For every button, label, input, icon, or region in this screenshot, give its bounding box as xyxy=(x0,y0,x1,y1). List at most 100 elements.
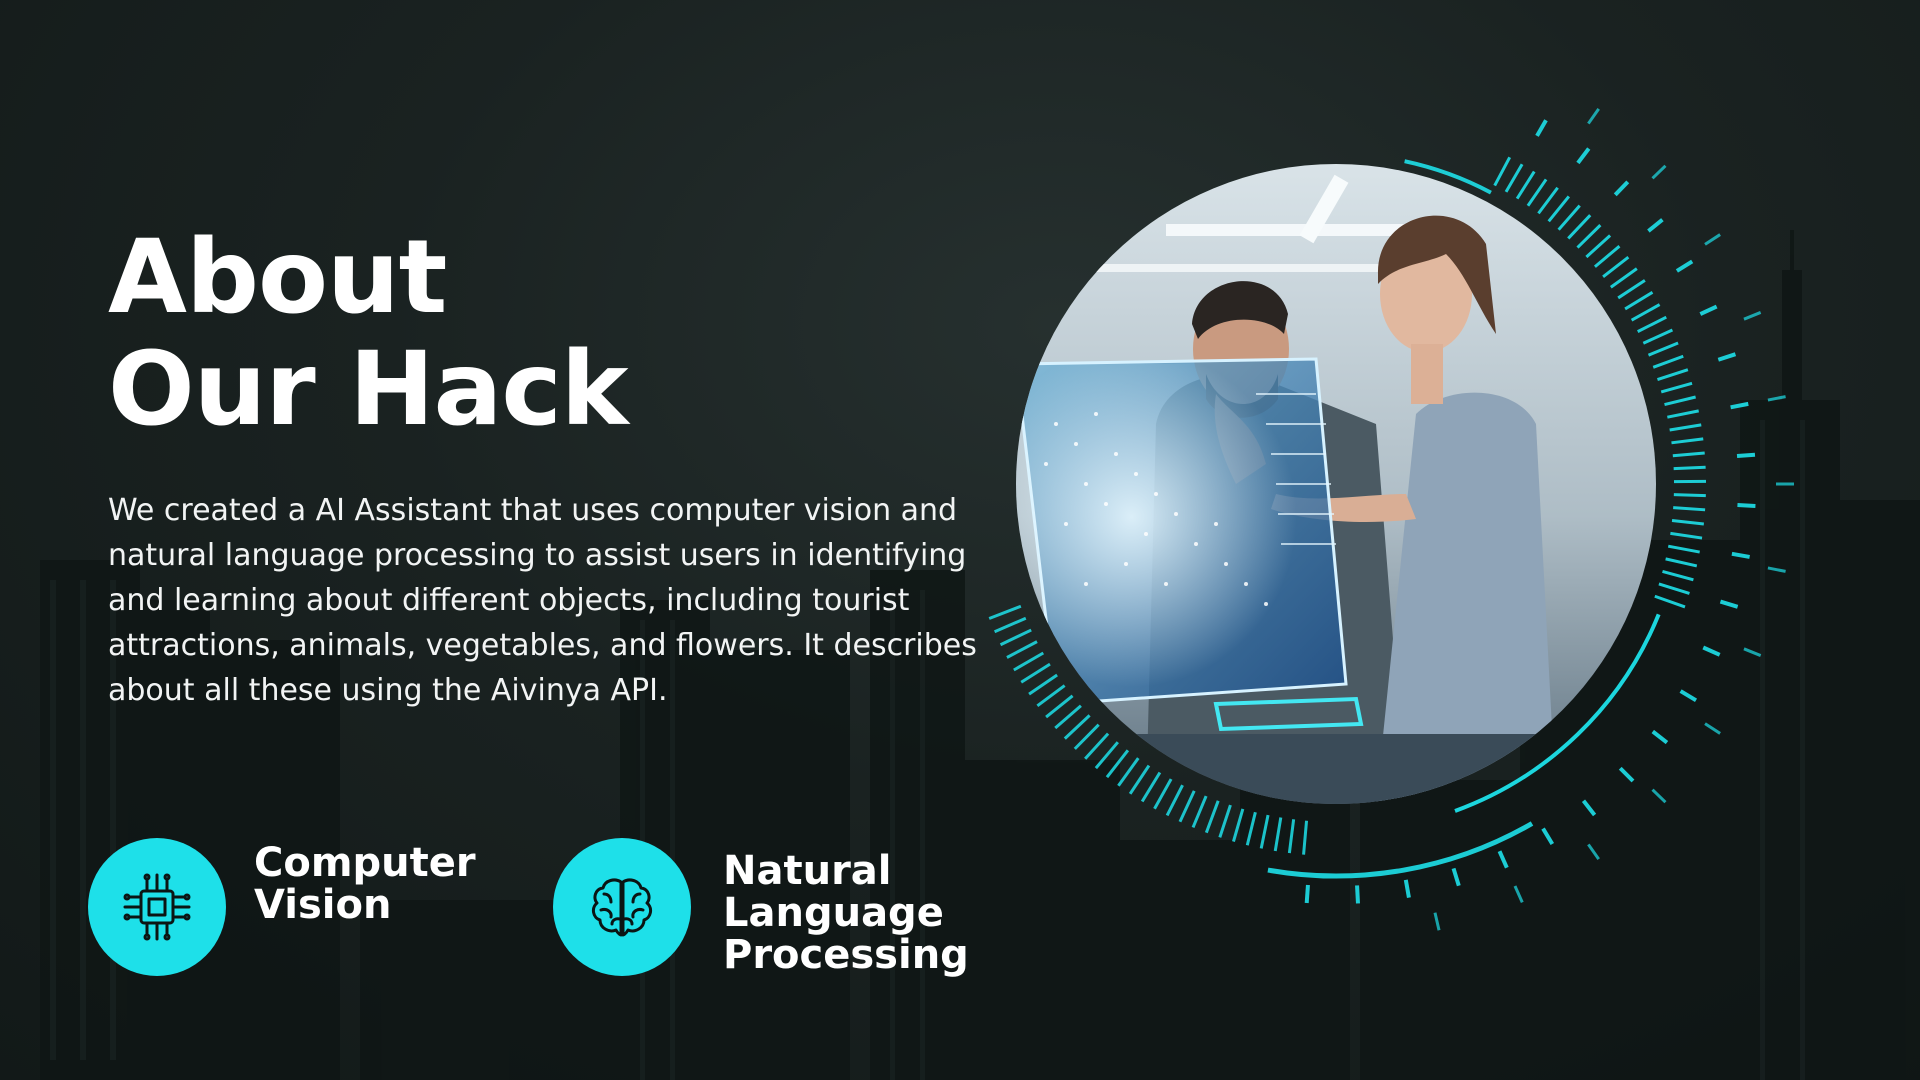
hud-tick xyxy=(999,628,1032,647)
chip-icon-badge xyxy=(88,838,226,976)
feature-label-nlp: Natural Language Processing xyxy=(723,850,969,976)
hud-tick xyxy=(1191,795,1208,829)
hud-tick xyxy=(1736,452,1756,458)
hud-tick xyxy=(1671,437,1704,445)
hud-tick xyxy=(1704,233,1721,246)
hud-tick xyxy=(1218,804,1232,838)
feature-natural-language-processing: Natural Language Processing xyxy=(553,838,969,976)
feature-label-line: Computer xyxy=(254,840,476,886)
feature-label-line: Vision xyxy=(254,882,392,928)
hud-tick xyxy=(1647,218,1664,233)
hud-tick xyxy=(1259,814,1270,849)
hud-tick xyxy=(1204,800,1220,834)
chip-icon xyxy=(123,873,191,941)
hud-tick xyxy=(1602,256,1630,279)
photo-illustration xyxy=(1016,164,1656,804)
hud-tick xyxy=(1504,163,1524,193)
hud-tick xyxy=(1117,757,1140,787)
hud-tick xyxy=(1737,503,1756,508)
hud-tick xyxy=(1178,790,1196,823)
hud-tick xyxy=(1273,817,1283,852)
hud-tick xyxy=(1665,557,1698,568)
hud-tick xyxy=(1652,354,1684,369)
hud-tick xyxy=(1675,259,1694,273)
title-line-2: Our Hack xyxy=(108,330,629,449)
hud-tick xyxy=(1704,722,1721,735)
hud-tick xyxy=(1618,766,1635,783)
hud-tick xyxy=(1670,531,1703,540)
page-title: About Our Hack xyxy=(108,218,629,449)
hud-tick xyxy=(1719,599,1739,609)
hud-tick xyxy=(1567,214,1592,240)
title-line-1: About xyxy=(108,218,447,337)
hud-tick xyxy=(1073,723,1100,750)
hud-tick xyxy=(1576,147,1591,165)
hud-tick xyxy=(1094,741,1119,770)
hud-tick xyxy=(1647,341,1679,357)
hud-tick xyxy=(1699,304,1718,316)
hud-tick xyxy=(1617,279,1646,300)
brain-icon xyxy=(591,878,653,937)
hud-tick xyxy=(1513,885,1524,904)
hud-tick xyxy=(1140,771,1162,803)
hud-tick xyxy=(993,616,1027,634)
hud-tick xyxy=(1585,234,1612,259)
hud-tick xyxy=(1613,180,1630,197)
hud-tick xyxy=(1679,689,1698,703)
description-text: We created a AI Assistant that uses comp… xyxy=(108,493,977,708)
hud-tick xyxy=(1672,451,1705,458)
hud-tick xyxy=(1651,788,1667,804)
hud-arc xyxy=(1404,159,1492,195)
hud-tick xyxy=(1671,519,1704,526)
hud-tick xyxy=(1651,729,1669,745)
hud-tick xyxy=(1036,684,1066,707)
hud-tick xyxy=(1153,778,1173,810)
hud-tick xyxy=(1731,551,1750,559)
hud-tick xyxy=(1557,204,1581,231)
hud-tick xyxy=(1020,662,1051,684)
hud-tick xyxy=(988,604,1022,620)
hud-tick xyxy=(1084,732,1110,760)
feature-label-line: Natural xyxy=(723,848,892,894)
hud-tick xyxy=(1593,245,1621,268)
hero-photo xyxy=(1016,164,1656,804)
hud-tick xyxy=(1304,884,1310,904)
hud-tick xyxy=(1245,811,1257,846)
hud-tick xyxy=(1743,647,1762,657)
hud-tick xyxy=(1537,186,1559,215)
hud-tick xyxy=(1581,799,1597,817)
hud-tick xyxy=(1535,119,1548,137)
brain-icon-badge xyxy=(553,838,691,976)
hud-tick xyxy=(1355,885,1360,904)
hud-tick xyxy=(1642,328,1674,345)
hud-tick xyxy=(1767,566,1786,573)
hud-tick xyxy=(1063,714,1091,740)
hud-tick xyxy=(1105,749,1130,779)
feature-computer-vision: Computer Vision xyxy=(88,838,476,976)
hud-tick xyxy=(1045,694,1074,719)
hud-tick xyxy=(1673,465,1706,471)
hud-tick xyxy=(1451,867,1461,887)
hud-tick xyxy=(1673,493,1706,498)
hud-tick xyxy=(1669,423,1702,432)
hud-tick xyxy=(1651,164,1667,180)
hud-tick xyxy=(1664,395,1696,406)
hud-tick xyxy=(1624,291,1654,311)
hud-tick xyxy=(1662,570,1694,582)
hud-tick xyxy=(1660,381,1693,394)
hud-tick xyxy=(1656,368,1689,381)
hud-tick xyxy=(1630,303,1661,322)
hud-tick xyxy=(1767,395,1786,402)
hud-tick xyxy=(1609,267,1638,289)
hud-tick xyxy=(1667,409,1699,419)
hud-tick xyxy=(1547,195,1571,223)
hud-arc xyxy=(1454,613,1661,813)
hud-tick xyxy=(1730,401,1749,410)
hud-tick xyxy=(1702,645,1721,657)
hud-tick xyxy=(1128,764,1151,795)
hud-tick xyxy=(1013,651,1045,672)
hud-tick xyxy=(1054,704,1082,730)
hud-tick xyxy=(1433,912,1441,931)
hud-tick xyxy=(1587,843,1600,861)
